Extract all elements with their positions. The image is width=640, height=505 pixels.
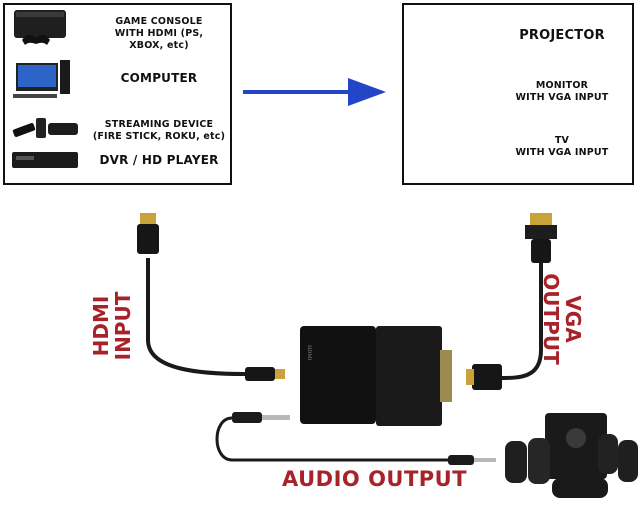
label-tv-line1: TV [554,135,570,146]
computer-icon [13,60,70,98]
label-game-console-line2: WITH HDMI (PS, XBOX, etc) [114,27,204,51]
label-monitor-line1: MONITOR [535,80,589,91]
label-projector: PROJECTOR [519,28,605,43]
vga-output-label-line1: VGA [561,295,585,343]
label-game-console-line1: GAME CONSOLE [115,16,203,27]
audio-output-label: AUDIO OUTPUT [282,467,468,491]
label-streaming-device: STREAMING DEVICE (FIRE STICK, ROKU, etc) [86,119,232,143]
conversion-arrow [243,78,386,106]
hdmi-cable [145,258,246,376]
hdmi-input-label-line2: INPUT [111,291,135,361]
output-devices-panel [402,3,634,185]
audio-cable [215,416,448,462]
label-dvr: DVR / HD PLAYER [99,153,219,167]
label-computer: COMPUTER [120,71,198,85]
streaming-stick-icon [12,118,78,138]
label-streaming-line1: STREAMING DEVICE [104,119,214,130]
vga-output-label: VGA OUTPUT [539,265,585,373]
hdmi-plug-icon [137,213,285,381]
speaker-system-icon [505,413,638,498]
label-monitor-line2: WITH VGA INPUT [515,91,609,103]
vga-cable [499,261,544,380]
label-streaming-line2: (FIRE STICK, ROKU, etc) [92,130,226,142]
vga-plug-icon [466,213,557,390]
game-console-icon [14,10,66,45]
vga-output-label-line2: OUTPUT [539,273,563,365]
label-tv-line2: WITH VGA INPUT [515,146,609,158]
dvr-icon [12,152,78,168]
hdmi-input-label: HDMI INPUT [89,272,135,380]
label-tv: TV WITH VGA INPUT [496,135,628,159]
hdmi-input-label-line1: HDMI [89,295,113,357]
label-monitor: MONITOR WITH VGA INPUT [496,80,628,104]
adapter-icon: HDMI [300,326,452,426]
audio-jack-icon [232,412,496,465]
svg-text:HDMI: HDMI [306,345,312,360]
label-game-console: GAME CONSOLE WITH HDMI (PS, XBOX, etc) [96,16,222,52]
